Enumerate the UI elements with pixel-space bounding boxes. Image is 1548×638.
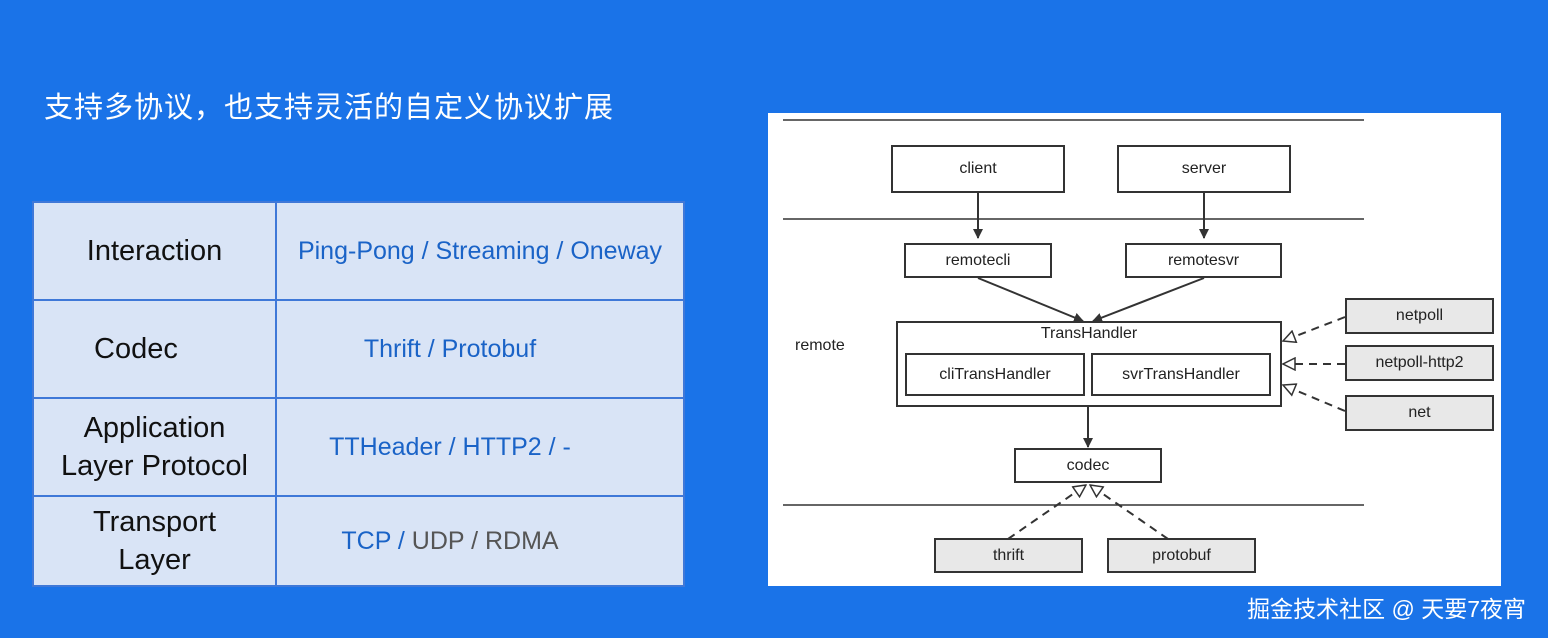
netpoll-http2-box: netpoll-http2 (1345, 345, 1494, 381)
remotecli-box: remotecli (904, 243, 1052, 278)
architecture-diagram: client server remotecli remotesvr remote… (768, 113, 1501, 586)
transhandler-label: TransHandler (1040, 325, 1138, 342)
table-row: Codec Thrift / Protobuf (34, 301, 683, 399)
arrow-thrift-codec (1007, 485, 1086, 540)
row-label: Transport Layer (34, 497, 277, 585)
net-box: net (1345, 395, 1494, 431)
row-label: Codec (34, 301, 277, 397)
footer-credit: 掘金技术社区 @ 天要7夜宵 (1247, 596, 1526, 622)
arrow-net-transhandler (1283, 385, 1346, 412)
transport-secondary: UDP / RDMA (411, 526, 559, 555)
protobuf-box: protobuf (1107, 538, 1256, 573)
arrow-protobuf-codec (1090, 485, 1169, 540)
row-label: Application Layer Protocol (34, 399, 277, 495)
row-value: Ping-Pong / Streaming / Oneway (297, 236, 663, 265)
svrtranshandler-box: svrTransHandler (1091, 353, 1271, 396)
arrow-netpoll-transhandler (1283, 316, 1346, 341)
row-value: TCP / UDP / RDMA (277, 497, 683, 585)
clitranshandler-box: cliTransHandler (905, 353, 1085, 396)
table-row: Transport Layer TCP / UDP / RDMA (34, 497, 683, 585)
netpoll-box: netpoll (1345, 298, 1494, 334)
protocol-table: Interaction Ping-Pong / Streaming / Onew… (32, 201, 685, 587)
slide-title: 支持多协议，也支持灵活的自定义协议扩展 (44, 92, 615, 124)
server-box: server (1117, 145, 1291, 193)
arrow-remotesvr-transhandler (1092, 277, 1205, 323)
arrow-remotecli-transhandler (977, 277, 1084, 323)
client-box: client (891, 145, 1065, 193)
codec-box: codec (1014, 448, 1162, 483)
table-row: Application Layer Protocol TTHeader / HT… (34, 399, 683, 497)
remote-label: remote (795, 337, 845, 354)
diagram-lines (783, 119, 1364, 540)
transhandler-box (896, 321, 1282, 407)
row-value: Thrift / Protobuf (363, 334, 537, 363)
table-row: Interaction Ping-Pong / Streaming / Onew… (34, 203, 683, 301)
thrift-box: thrift (934, 538, 1083, 573)
row-value: TTHeader / HTTP2 / - (329, 432, 571, 461)
remotesvr-box: remotesvr (1125, 243, 1282, 278)
row-label: Interaction (34, 203, 277, 299)
transport-primary: TCP / (341, 526, 412, 555)
